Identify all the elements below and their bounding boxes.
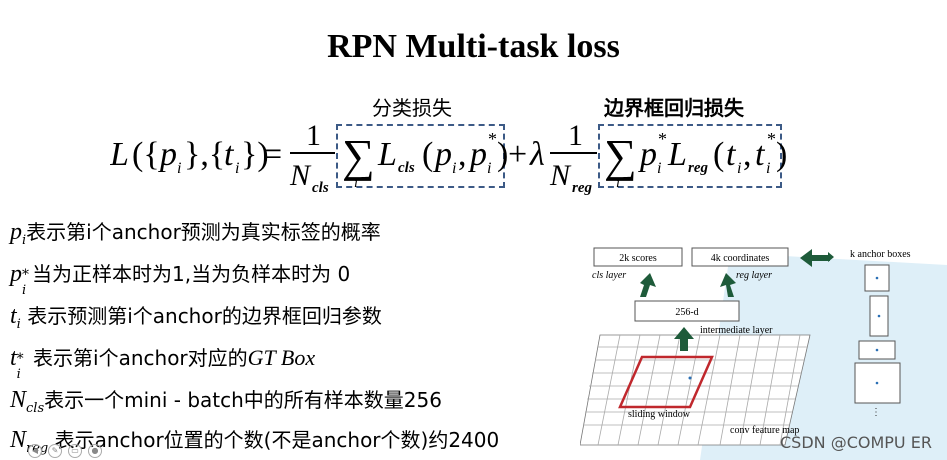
svg-text:,: , xyxy=(458,136,467,173)
bullet-ti-star: t*i 表示第i个anchor对应的GT Box xyxy=(10,345,316,382)
svg-text:p: p xyxy=(433,136,452,173)
anchor-arrow-icon xyxy=(800,249,830,267)
slide-title: RPN Multi-task loss xyxy=(327,28,620,65)
svg-text:L: L xyxy=(110,136,129,173)
svg-text:p: p xyxy=(638,136,657,173)
intermediate-box xyxy=(634,300,740,322)
svg-text:+: + xyxy=(508,136,527,173)
coords-label: 4k coordinates xyxy=(711,253,770,264)
svg-text:1: 1 xyxy=(568,119,583,152)
svg-text:⋮: ⋮ xyxy=(871,407,881,418)
sliding-window-box xyxy=(618,355,714,409)
window-center xyxy=(688,376,692,380)
svg-text:L: L xyxy=(377,136,397,173)
anchor-boxes-label: k anchor boxes xyxy=(850,249,911,260)
view-icon[interactable]: ▭ xyxy=(68,444,82,458)
svg-text:N: N xyxy=(549,159,572,192)
svg-text:}): }) xyxy=(241,136,269,173)
reg-loss-box xyxy=(598,124,782,188)
feature-map-grid xyxy=(580,334,811,446)
slide-toolbar: ◀ ✎ ▭ ● xyxy=(28,444,102,458)
svg-text:*: * xyxy=(488,129,497,149)
reg-layer-label: reg layer xyxy=(736,270,772,281)
svg-text:i: i xyxy=(737,160,741,177)
svg-text:N: N xyxy=(289,159,312,192)
svg-text:L: L xyxy=(667,136,687,173)
svg-text:*: * xyxy=(767,129,776,149)
svg-text:cls: cls xyxy=(398,160,415,176)
loss-formula: L ({ p i },{ t i }) = 1 N cls ∑ i L cls … xyxy=(110,119,787,196)
svg-text:reg: reg xyxy=(572,180,592,196)
rpn-diagram: ⋮ 2k scores 4k coordinates cls layer reg… xyxy=(580,247,947,460)
watermark: CSDN @COMPU ER xyxy=(780,433,932,452)
sliding-window-label: sliding window xyxy=(628,409,691,420)
intermediate-label: intermediate layer xyxy=(700,325,773,336)
coords-box xyxy=(691,247,789,267)
intermediate-value: 256-d xyxy=(675,307,698,318)
svg-text:=: = xyxy=(263,136,282,173)
prev-slide-icon[interactable]: ◀ xyxy=(28,444,42,458)
bullet-pi: pi表示第i个anchor预测为真实标签的概率 xyxy=(10,219,381,249)
svg-text:∑: ∑ xyxy=(342,130,375,181)
svg-text:({: ({ xyxy=(132,136,160,173)
bullet-ti: ti 表示预测第i个anchor的边界框回归参数 xyxy=(10,303,382,333)
svg-text:(: ( xyxy=(422,136,433,173)
svg-text:i: i xyxy=(177,160,181,177)
svg-text:t: t xyxy=(726,136,737,173)
svg-text:i: i xyxy=(616,176,620,191)
scores-label: 2k scores xyxy=(619,253,657,264)
svg-text:(: ( xyxy=(713,136,724,173)
svg-text:i: i xyxy=(487,160,491,177)
svg-text:,: , xyxy=(743,136,752,173)
svg-text:cls: cls xyxy=(312,180,329,196)
flow-arrows xyxy=(640,252,834,351)
options-icon[interactable]: ● xyxy=(88,444,102,458)
svg-text:): ) xyxy=(497,136,508,173)
svg-text:*: * xyxy=(658,129,667,149)
svg-text:t: t xyxy=(755,136,766,173)
svg-text:i: i xyxy=(235,160,239,177)
svg-text:p: p xyxy=(468,136,487,173)
pen-icon[interactable]: ✎ xyxy=(48,444,62,458)
reg-loss-label: 边界框回归损失 xyxy=(604,96,744,120)
svg-text:i: i xyxy=(657,160,661,177)
svg-text:p: p xyxy=(158,136,177,173)
svg-text:i: i xyxy=(354,176,358,191)
svg-text:i: i xyxy=(766,160,770,177)
svg-text:1: 1 xyxy=(306,119,321,152)
svg-text:∑: ∑ xyxy=(604,130,637,181)
svg-text:},{: },{ xyxy=(184,136,225,173)
scores-box xyxy=(593,247,683,267)
svg-text:t: t xyxy=(224,136,235,173)
bullet-ncls: Ncls表示一个mini - batch中的所有样本数量256 xyxy=(10,387,442,417)
cls-layer-label: cls layer xyxy=(592,270,626,281)
svg-text:reg: reg xyxy=(688,160,708,176)
svg-text:i: i xyxy=(452,160,456,177)
svg-text:λ: λ xyxy=(529,136,545,173)
svg-text:): ) xyxy=(776,136,787,173)
cls-loss-box xyxy=(336,124,505,188)
cls-loss-label: 分类损失 xyxy=(372,96,452,120)
feature-map-label: conv feature map xyxy=(730,425,799,436)
